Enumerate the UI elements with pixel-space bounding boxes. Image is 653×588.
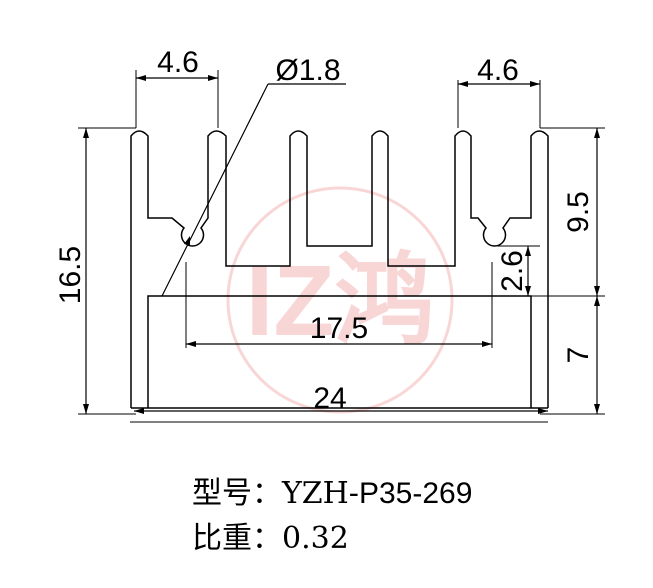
dim-hole-diameter: Ø1.8 xyxy=(275,54,340,87)
watermark-text: IZ鸿 xyxy=(246,245,435,357)
dim-inner-width: 17.5 xyxy=(310,312,368,345)
model-caption: 型号：YZH-P35-269 xyxy=(192,468,472,512)
dim-total-width: 24 xyxy=(313,382,346,415)
heatsink-drawing: IZ鸿 xyxy=(54,46,605,423)
weight-label: 比重： xyxy=(192,521,282,556)
weight-caption: 比重：0.32 xyxy=(192,513,349,557)
dim-top-right-width: 4.6 xyxy=(477,54,519,87)
watermark-logo: IZ鸿 xyxy=(226,186,454,414)
model-value-suffix: P35-269 xyxy=(358,477,473,510)
profile-outline xyxy=(130,130,549,409)
model-label: 型号： xyxy=(192,476,282,511)
dim-total-height: 16.5 xyxy=(54,246,87,304)
dim-fin-height: 9.5 xyxy=(562,191,595,233)
dim-top-left-width: 4.6 xyxy=(157,46,199,79)
extension-lines xyxy=(78,70,605,423)
model-value-prefix: YZH- xyxy=(282,476,359,511)
dimension-lines xyxy=(85,77,598,414)
dim-slot-height: 2.6 xyxy=(496,250,529,292)
arrowheads xyxy=(83,75,600,414)
weight-value: 0.32 xyxy=(282,521,349,556)
dim-base-height: 7 xyxy=(562,347,595,364)
